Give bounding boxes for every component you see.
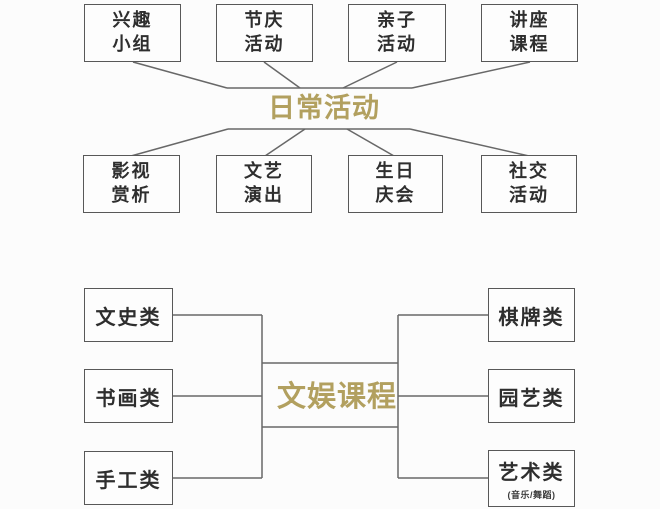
node-label: 手工类 bbox=[95, 469, 162, 492]
node-film-appreciation: 影视 赏析 bbox=[83, 155, 180, 213]
node-arts: 艺术类 (音乐/舞蹈) bbox=[488, 450, 575, 507]
node-label: 文艺 演出 bbox=[244, 161, 284, 205]
diagram2-center-title: 文娱课程 bbox=[276, 381, 397, 413]
node-label: 节庆 活动 bbox=[244, 10, 285, 54]
node-literature-history: 文史类 bbox=[84, 288, 173, 342]
node-label: 书画类 bbox=[95, 387, 162, 410]
node-festival-activities: 节庆 活动 bbox=[216, 4, 313, 62]
node-parent-child-activities: 亲子 活动 bbox=[348, 4, 446, 62]
node-label: 兴趣 小组 bbox=[112, 10, 153, 54]
connector-line bbox=[411, 61, 531, 89]
node-sublabel: (音乐/舞蹈) bbox=[507, 490, 556, 500]
node-label: 影视 赏析 bbox=[111, 161, 152, 205]
connector-line bbox=[346, 128, 395, 157]
connector-line bbox=[264, 128, 306, 157]
node-label: 生日 庆会 bbox=[375, 161, 416, 205]
node-social-activities: 社交 活动 bbox=[481, 155, 577, 213]
node-label: 园艺类 bbox=[498, 387, 565, 410]
node-birthday-celebration: 生日 庆会 bbox=[348, 155, 443, 213]
node-calligraphy-painting: 书画类 bbox=[84, 369, 173, 423]
node-label: 文史类 bbox=[95, 306, 162, 329]
connector-line bbox=[263, 61, 301, 89]
connector-line bbox=[130, 128, 229, 157]
node-art-performance: 文艺 演出 bbox=[216, 155, 312, 213]
diagram1-center-title: 日常活动 bbox=[268, 93, 380, 123]
connector-line bbox=[132, 61, 228, 89]
node-interest-group: 兴趣 小组 bbox=[84, 4, 181, 62]
node-label: 社交 活动 bbox=[509, 161, 549, 205]
node-label: 艺术类 bbox=[498, 462, 565, 484]
connector-line bbox=[409, 128, 530, 157]
node-chess-cards: 棋牌类 bbox=[488, 288, 575, 342]
node-label: 棋牌类 bbox=[498, 306, 565, 329]
node-lecture-courses: 讲座 课程 bbox=[481, 4, 578, 62]
node-label: 讲座 课程 bbox=[509, 10, 550, 54]
node-label: 亲子 活动 bbox=[377, 10, 417, 54]
node-gardening: 园艺类 bbox=[488, 369, 575, 423]
connector-line bbox=[342, 61, 398, 89]
node-handicraft: 手工类 bbox=[84, 451, 173, 505]
